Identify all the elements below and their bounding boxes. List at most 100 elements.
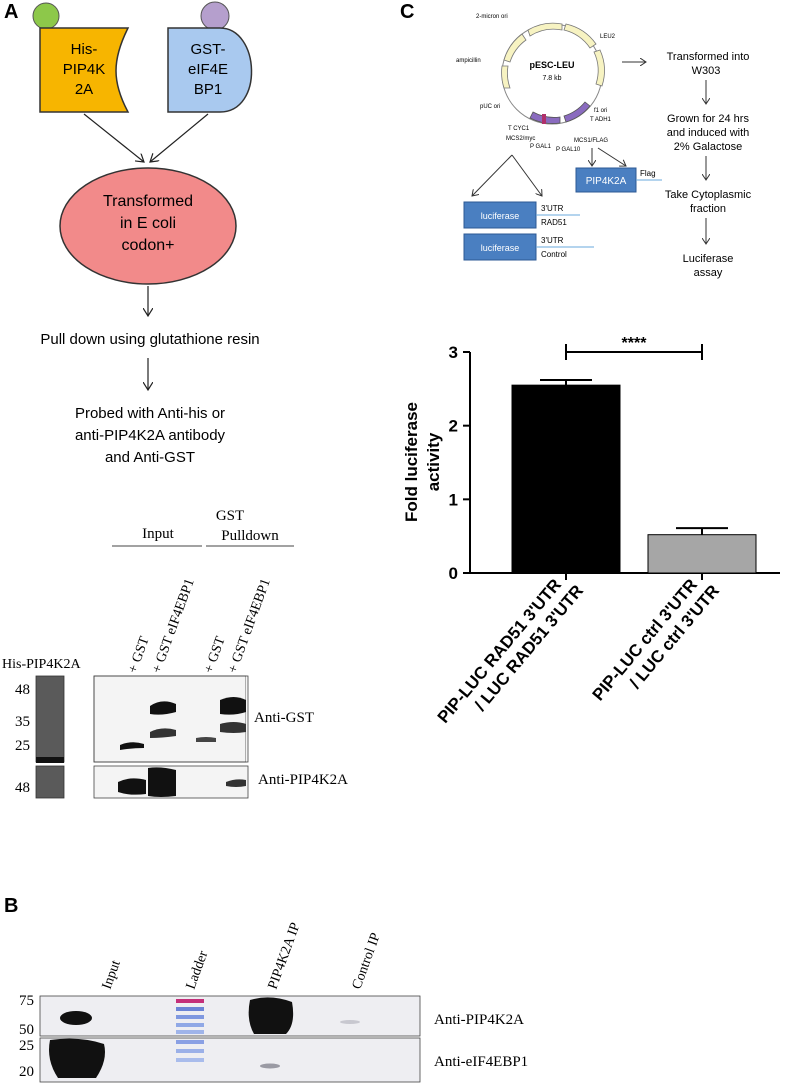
bar-1 xyxy=(647,534,757,574)
plasmid-size: 7.8 kb xyxy=(542,75,561,82)
blot-b-ladder-50 xyxy=(176,1030,204,1034)
y-tick-label-2: 2 xyxy=(449,417,458,436)
transform-label-1: Transformed xyxy=(103,193,193,210)
panel-a: A His- PIP4K 2A GST- eIF4E BP1 Transform… xyxy=(2,1,348,799)
workflow-step4-2: assay xyxy=(694,267,723,279)
box-pip4k2a-label: PIP4K2A xyxy=(586,176,627,187)
gst-label-1: GST- xyxy=(190,41,225,58)
blot-b-lane-input: Input xyxy=(100,958,124,991)
blot-b-band-pip-ip xyxy=(248,997,294,1034)
blot-a-gst-membrane xyxy=(93,675,247,763)
plasmid-marker-tick xyxy=(542,114,546,124)
blot-b-ladder-25 xyxy=(176,1040,204,1044)
plasmid-feature-tcyc1: T CYC1 xyxy=(508,126,530,132)
blot-b-band-control-top xyxy=(340,1020,360,1024)
plasmid-name: pESC-LEU xyxy=(530,60,575,70)
blot-b-ladder-b4 xyxy=(176,1049,204,1053)
blot-a-left-label: His-PIP4K2A xyxy=(2,657,81,672)
blot-a-lane-3: + GST xyxy=(202,634,229,675)
blot-b-lane-control-ip: Control IP xyxy=(350,931,384,992)
plasmid-feature-tadh1: T ADH1 xyxy=(590,117,612,123)
category-label-0-0: PIP-LUC RAD51 3'UTR xyxy=(434,575,565,726)
blot-b-marker-20: 20 xyxy=(19,1064,34,1080)
blot-a-group-pulldown-2: Pulldown xyxy=(221,528,279,544)
his-cap-circle xyxy=(32,2,60,30)
workflow-step3-2: fraction xyxy=(690,203,726,215)
blot-b-ladder-75 xyxy=(176,999,204,1003)
box-luciferase-2-label: luciferase xyxy=(481,243,520,253)
blot-a-his-strip-band xyxy=(36,757,64,763)
box-luciferase-1 xyxy=(463,201,537,229)
bar-0 xyxy=(511,384,621,574)
blot-a-gst-frame xyxy=(93,675,249,763)
y-tick-label-1: 1 xyxy=(449,490,458,509)
plasmid-feature-leu2: LEU2 xyxy=(600,34,616,40)
blot-a-band-eif-lane2-mid xyxy=(150,728,176,738)
blot-b-band-input-bottom xyxy=(49,1038,105,1078)
flag-label: Flag xyxy=(640,169,656,178)
panel-b-label: B xyxy=(4,895,18,917)
blot-a-marker-48: 48 xyxy=(15,682,30,698)
blot-a-band-gst-lane3 xyxy=(196,737,216,742)
utr1-label-1: 3'UTR xyxy=(541,204,564,213)
blot-a-band-gst-lane1 xyxy=(120,742,144,750)
gst-cap-circle xyxy=(200,1,230,31)
panel-b: B Input Ladder PIP4K2A IP Control IP 75 … xyxy=(4,895,528,1083)
y-tick-label-3: 3 xyxy=(449,343,458,362)
box-pip4k2a xyxy=(575,167,637,193)
chart-ylabel-1: Fold luciferase xyxy=(402,402,421,522)
utr2-label-1: 3'UTR xyxy=(541,236,564,245)
plasmid-puc-arc xyxy=(501,65,511,89)
plasmid-feature-amp: ampicillin xyxy=(456,58,481,64)
step-pulldown: Pull down using glutathione resin xyxy=(40,331,259,348)
plasmid-feature-mcs2: MCS2/myc xyxy=(506,136,535,142)
workflow-step1-2: W303 xyxy=(692,65,721,77)
arrow-gst-to-ecoli xyxy=(150,113,209,162)
blot-b-marker-50: 50 xyxy=(19,1022,34,1038)
blot-a-marker-48-bottom: 48 xyxy=(15,780,30,796)
blot-a-band-eif-lane2-top xyxy=(150,701,176,715)
transform-label-2: in E coli xyxy=(120,215,176,232)
blot-b-marker-25: 25 xyxy=(19,1038,34,1054)
blot-a-membrane-edge xyxy=(246,676,248,762)
workflow-step1-1: Transformed into xyxy=(667,51,750,63)
blot-b-ladder-b2 xyxy=(176,1015,204,1019)
blot-a-band-eif-lane4-top xyxy=(220,697,246,715)
plasmid-amp-arc xyxy=(503,33,527,63)
step-probe-1: Probed with Anti-his or xyxy=(75,405,225,422)
blot-a-marker-35: 35 xyxy=(15,714,30,730)
panel-c: C pESC-LEU 7.8 kb 2-micron ori LEU2 ampi… xyxy=(400,1,780,727)
plasmid-feature-2micron: 2-micron ori xyxy=(476,14,508,20)
blot-b-ladder-b1 xyxy=(176,1007,204,1011)
blot-a-band-pip-lane1 xyxy=(118,778,146,795)
utr2-label-2: Control xyxy=(541,250,567,259)
his-label-1: His- xyxy=(71,41,98,58)
blot-b-band-input-top xyxy=(60,1011,92,1025)
blot-b-lane-ladder: Ladder xyxy=(184,949,212,992)
step-probe-3: and Anti-GST xyxy=(105,449,195,466)
step-probe-2: anti-PIP4K2A antibody xyxy=(75,427,226,444)
blot-a-antibody-top: Anti-GST xyxy=(254,710,314,726)
panel-c-label: C xyxy=(400,1,414,23)
plasmid-feature-pgal1: P GAL1 xyxy=(530,144,552,150)
arrow-plasmid-flag xyxy=(597,147,626,166)
workflow-step4-1: Luciferase xyxy=(683,253,734,265)
arrow-his-to-ecoli xyxy=(83,113,144,162)
his-pip4k2a-shape xyxy=(39,27,130,113)
plasmid-right-arc xyxy=(593,49,605,87)
plasmid-mcs-arc xyxy=(563,101,591,123)
workflow-step2-3: 2% Galactose xyxy=(674,141,742,153)
blot-b-ladder-20 xyxy=(176,1058,204,1062)
workflow-step3-1: Take Cytoplasmic xyxy=(665,189,752,201)
his-label-2: PIP4K xyxy=(63,61,106,78)
blot-b-pip-membrane xyxy=(39,995,421,1037)
blot-b-marker-75: 75 xyxy=(19,993,34,1009)
plasmid-2micron-arc xyxy=(527,22,563,37)
blot-a-group-input: Input xyxy=(142,526,174,542)
box-luciferase-2 xyxy=(463,233,537,261)
plasmid-leu2-arc xyxy=(563,23,597,49)
blot-b-band-pip-ip-bottom xyxy=(260,1063,280,1069)
box-luciferase-1-label: luciferase xyxy=(481,211,520,221)
